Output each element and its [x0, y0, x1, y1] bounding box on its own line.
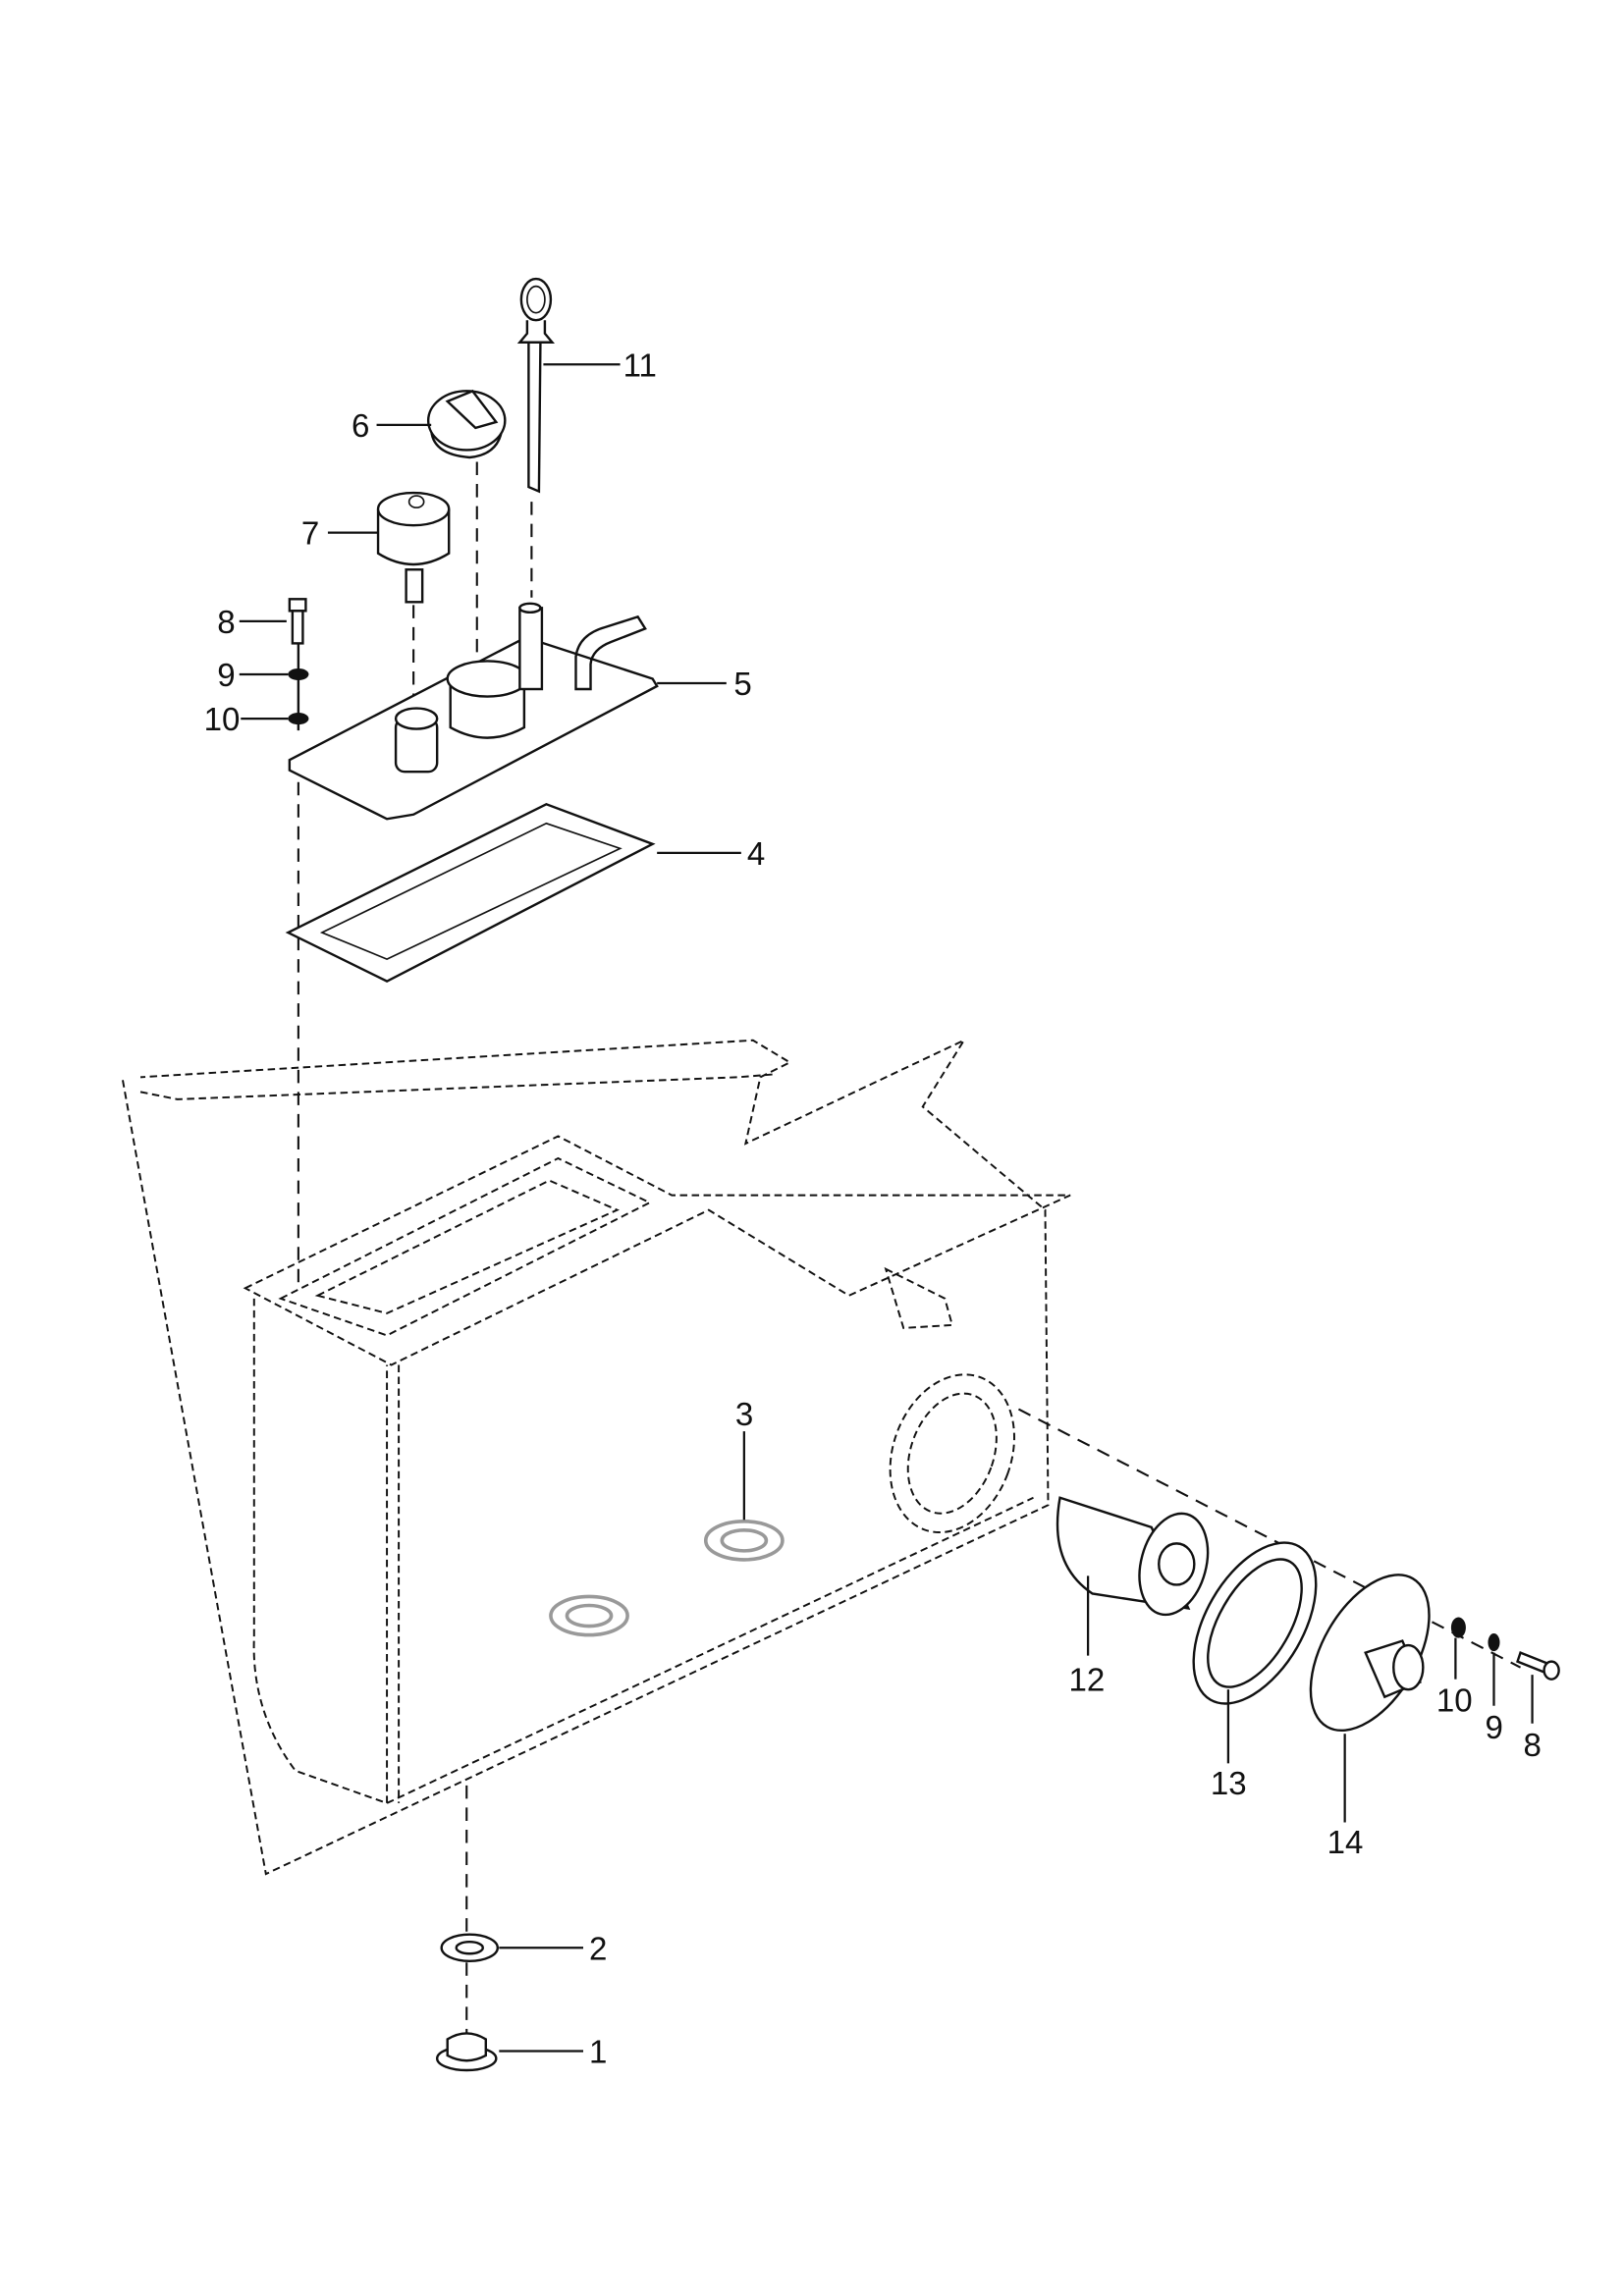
part-8-9-10-right-bolt-washers [1450, 1617, 1560, 1681]
part-2-seal-washer [440, 1933, 500, 1962]
part-1-drain-plug [435, 2032, 498, 2072]
part-11-dipstick [516, 277, 556, 494]
callout-5: 5 [733, 667, 751, 703]
part-13-flange-gasket [1192, 1541, 1318, 1705]
part-14-flange-cover [1309, 1574, 1431, 1733]
callout-10-right: 10 [1436, 1683, 1473, 1720]
callout-3: 3 [735, 1397, 753, 1433]
part-3-plug-seal [549, 1520, 785, 1637]
callout-9: 9 [217, 658, 235, 694]
callout-14: 14 [1327, 1825, 1364, 1861]
callout-2: 2 [589, 1931, 607, 1967]
hydraulic-tank [122, 1038, 1071, 1876]
callout-leaders [239, 363, 1534, 2053]
callout-10: 10 [204, 702, 241, 738]
part-5-cover-plate [288, 602, 659, 821]
callout-13: 13 [1211, 1766, 1247, 1802]
callout-11: 11 [623, 347, 657, 384]
part-12-suction-filter [1056, 1496, 1210, 1617]
callout-8: 8 [217, 605, 235, 641]
callout-8-right: 8 [1524, 1728, 1542, 1764]
callout-7: 7 [301, 516, 319, 553]
callout-4: 4 [747, 836, 765, 873]
part-4-gasket [285, 802, 656, 983]
callout-12: 12 [1069, 1663, 1106, 1699]
assembly-line [1017, 1408, 1522, 1669]
part-6-filler-cap [426, 389, 507, 459]
part-8-9-10-bolt-washers [288, 598, 309, 731]
callout-6: 6 [352, 408, 369, 445]
part-7-breather [376, 491, 451, 604]
callout-1: 1 [589, 2034, 607, 2070]
callout-9-right: 9 [1485, 1710, 1502, 1746]
